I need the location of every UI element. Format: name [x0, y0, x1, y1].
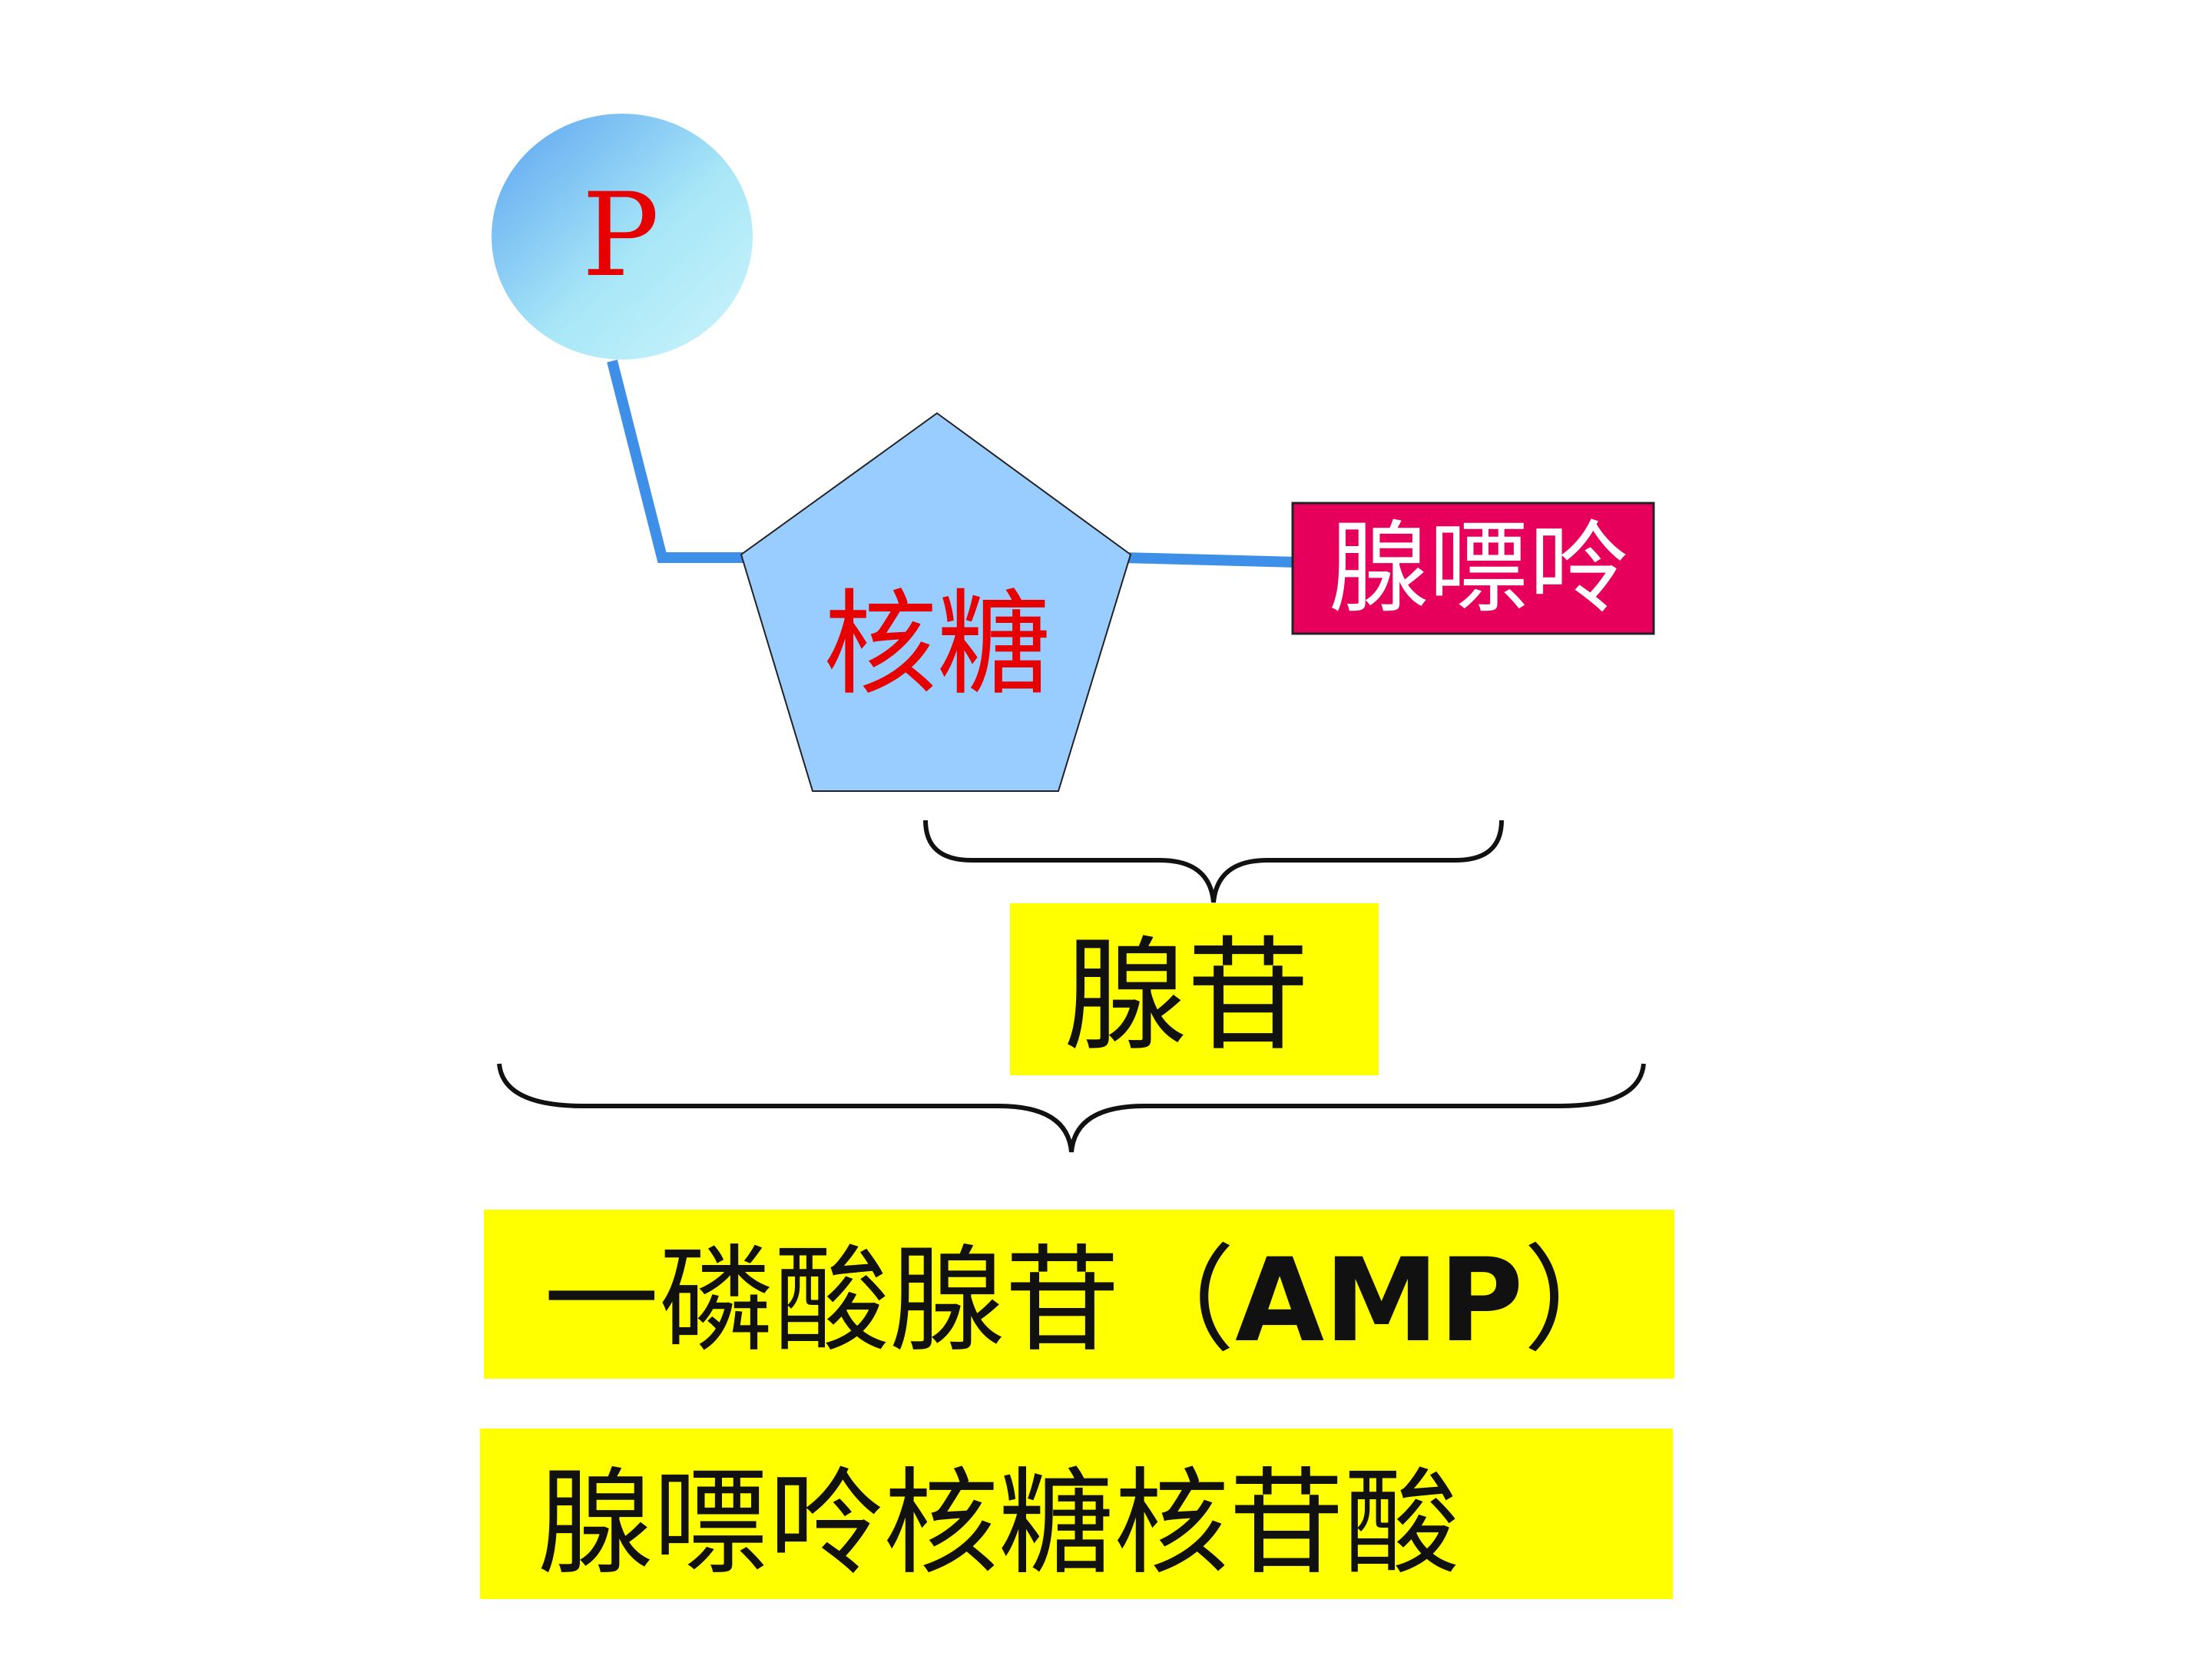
amp-alt-name-label: 腺嘌呤核糖核苷酸	[538, 1457, 1459, 1591]
adenosine-brace	[923, 820, 1504, 903]
amp-abbreviation: AMP	[1235, 1234, 1523, 1368]
ribose-adenine-bond	[1122, 552, 1297, 568]
phosphate-label: P	[582, 169, 660, 303]
amp-name-label: 一磷酸腺苷（AMP）	[544, 1234, 1638, 1368]
phosphate-circle	[492, 114, 753, 359]
amp-open-paren: （	[1120, 1234, 1235, 1368]
ribose-label: 核糖	[823, 578, 1051, 710]
adenosine-highlight	[1010, 903, 1379, 1075]
adenine-label: 腺嘌呤	[1329, 510, 1628, 627]
adenine-box	[1291, 502, 1655, 635]
amp-alt-name-highlight	[480, 1429, 1673, 1599]
amp-name-highlight	[484, 1210, 1674, 1379]
amp-close-paren: ）	[1523, 1234, 1638, 1368]
adenosine-label: 腺苷	[1064, 924, 1310, 1068]
amp-brace	[497, 1063, 1646, 1153]
amp-name-chinese: 一磷酸腺苷	[544, 1234, 1120, 1368]
phosphate-ribose-bond	[607, 359, 745, 563]
ribose-pentagon	[740, 412, 1132, 792]
